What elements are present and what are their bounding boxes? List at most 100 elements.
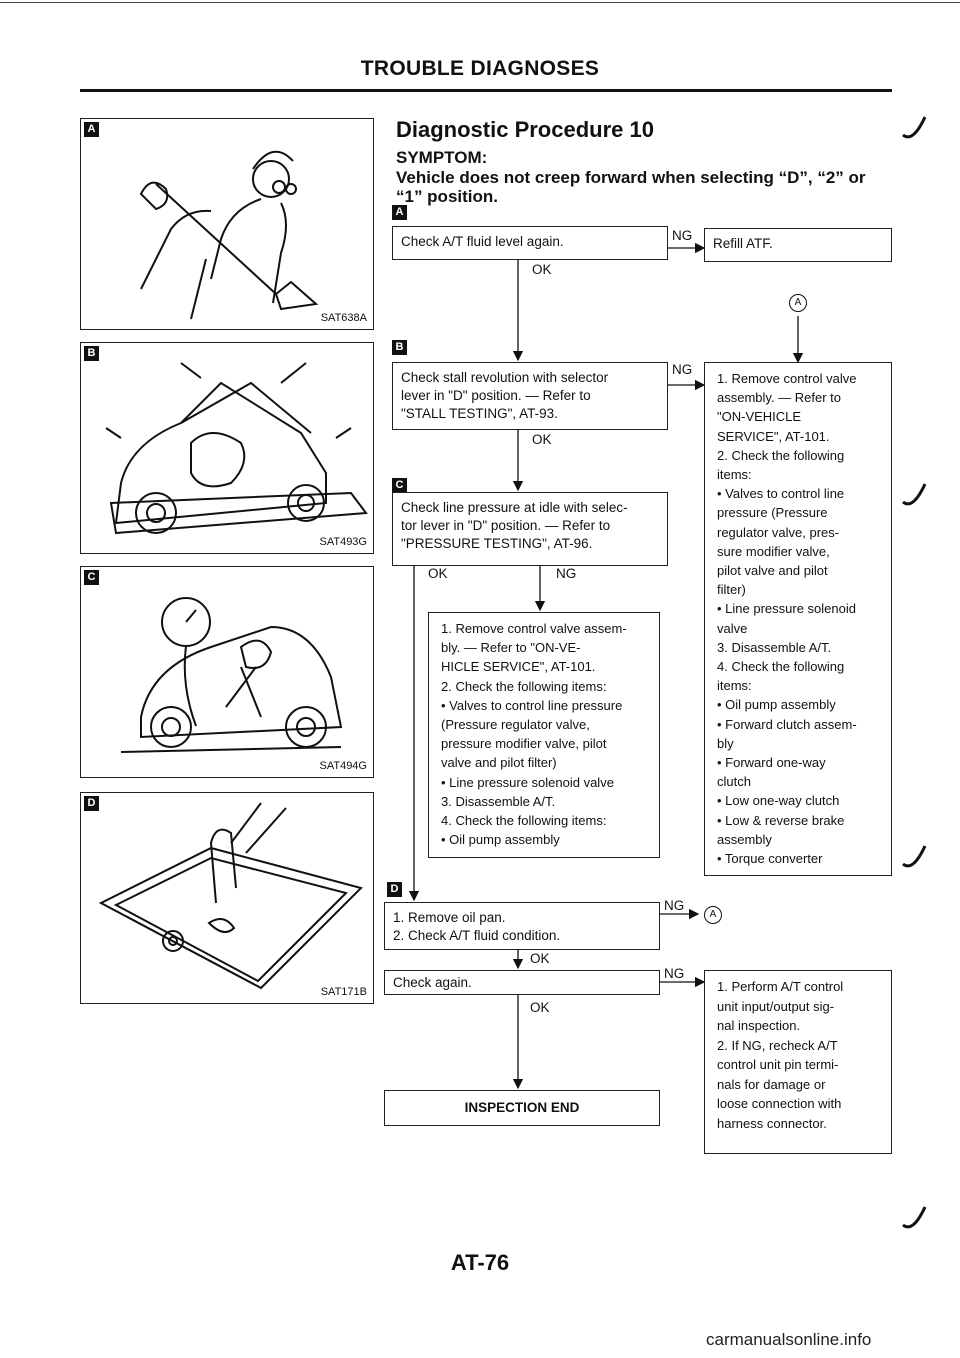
step2-ng-line-16: 4. Check the following (717, 659, 845, 675)
step-mark-c: C (392, 478, 407, 493)
step2-ng-line-12: filter) (717, 582, 746, 598)
step2-line-3: "STALL TESTING", AT-93. (401, 406, 558, 421)
step1-ng-box: Refill ATF. (704, 228, 892, 262)
step3-line-2: tor lever in "D" position. — Refer to (401, 518, 611, 533)
step3-ng-line-3: HICLE SERVICE", AT-101. (441, 659, 596, 675)
illustration-code-a: SAT638A (320, 312, 367, 324)
step3-ng-line-8: valve and pilot filter) (441, 755, 557, 771)
step5-ng-line-4: 2. If NG, recheck A/T (717, 1037, 838, 1053)
page-number: AT-76 (450, 1250, 510, 1275)
illustration-code-b: SAT493G (319, 536, 368, 548)
step2-ng-line-1: 1. Remove control valve (717, 371, 857, 386)
step3-box: Check line pressure at idle with selec- … (392, 492, 668, 566)
step2-ng-line-4: SERVICE", AT-101. (717, 428, 830, 444)
step2-ng-line-10: sure modifier valve, (717, 543, 830, 559)
step3-line-3: "PRESSURE TESTING", AT-96. (401, 536, 593, 551)
step2-ok-label: OK (532, 432, 552, 447)
check-mark-4 (902, 1206, 927, 1229)
step5-ng-box: 1. Perform A/T control unit input/output… (704, 970, 892, 1154)
illustration-mark-b: B (84, 346, 99, 361)
step3-ng-line-9: • Line pressure solenoid valve (441, 774, 614, 790)
watermark: carmanualsonline.info (706, 1330, 872, 1349)
connector-a-bottom: A (704, 906, 722, 924)
step2-ng-line-15: 3. Disassemble A/T. (717, 639, 832, 655)
illustration-panel-b: B SAT493G (80, 342, 374, 554)
step2-ng-line-21: • Forward one-way (717, 755, 826, 771)
step3-ng-line-5: • Valves to control line pressure (441, 697, 623, 713)
step5-ok-label: OK (530, 1000, 550, 1015)
car-hood-open-illustration (105, 362, 368, 535)
illustration-code-d: SAT171B (320, 986, 367, 998)
line-pressure-gauge-illustration (120, 597, 343, 753)
step2-ng-line-13: • Line pressure solenoid (717, 601, 856, 617)
step5-ng-line-3: nal inspection. (717, 1018, 801, 1033)
step5-ng-line-1: 1. Perform A/T control (717, 979, 844, 994)
step2-line-2: lever in "D" position. — Refer to (401, 388, 591, 403)
page-title: TROUBLE DIAGNOSES (360, 57, 600, 80)
step2-ng-line-6: items: (717, 467, 752, 483)
step2-ng-line-22: clutch (717, 774, 751, 790)
check-mark-1 (902, 116, 927, 139)
illustration-code-c: SAT494G (319, 760, 368, 772)
connector-a-top: A (789, 294, 807, 312)
step5-ng-line-8: harness connector. (717, 1115, 827, 1131)
step5-ng-line-6: nals for damage or (717, 1076, 826, 1092)
procedure-heading: Diagnostic Procedure 10 (396, 117, 654, 142)
step-mark-d: D (387, 882, 402, 897)
check-mark-3 (902, 845, 927, 868)
step2-ng-line-14: valve (717, 620, 748, 636)
step2-ng-line-3: "ON-VEHICLE (717, 409, 802, 425)
symptom-line-1: Vehicle does not creep forward when sele… (396, 168, 866, 187)
step5-box: Check again. (384, 970, 660, 995)
step3-ng-line-1: 1. Remove control valve assem- (441, 621, 627, 636)
step-mark-a: A (392, 205, 407, 220)
step3-ng-line-12: • Oil pump assembly (441, 832, 560, 848)
step2-ng-line-7: • Valves to control line (717, 486, 845, 502)
illustration-panel-d: D SAT171B (80, 792, 374, 1004)
step2-ng-box: 1. Remove control valve assembly. — Refe… (704, 362, 892, 876)
mechanic-dipstick-illustration (139, 150, 319, 320)
step1-ng-text: Refill ATF. (713, 236, 773, 251)
inspection-end-box: INSPECTION END (384, 1090, 660, 1126)
step2-line-1: Check stall revolution with selector (401, 370, 609, 385)
symptom-line-2: “1” position. (396, 187, 498, 206)
step4-line-2: 2. Check A/T fluid condition. (393, 928, 561, 943)
step3-ng-line-4: 2. Check the following items: (441, 678, 607, 694)
check-mark-2 (902, 483, 927, 506)
step3-ng-line-10: 3. Disassemble A/T. (441, 793, 556, 809)
step3-ng-line-7: pressure modifier valve, pilot (441, 736, 607, 752)
step-mark-b: B (392, 340, 407, 355)
step3-ng-line-6: (Pressure regulator valve, (441, 717, 590, 733)
symptom-label: SYMPTOM: (396, 148, 488, 167)
step2-ng-line-24: • Low & reverse brake (717, 812, 845, 828)
step4-line-1: 1. Remove oil pan. (393, 910, 506, 925)
step3-ng-line-2: bly. — Refer to "ON-VE- (441, 640, 581, 656)
illustration-mark-a: A (84, 122, 99, 137)
step3-ng-box: 1. Remove control valve assem- bly. — Re… (428, 612, 660, 858)
step3-line-1: Check line pressure at idle with selec- (401, 500, 628, 515)
step2-ng-line-25: assembly (717, 831, 772, 847)
step5-ng-line-7: loose connection with (717, 1096, 842, 1111)
step2-ng-line-17: items: (717, 678, 752, 694)
step5-ng-line-2: unit input/output sig- (717, 998, 835, 1014)
title-rule (80, 89, 892, 92)
step2-ng-line-19: • Forward clutch assem- (717, 716, 857, 732)
step3-ng-label: NG (556, 566, 577, 581)
step2-ng-line-18: • Oil pump assembly (717, 697, 836, 713)
step2-ng-line-5: 2. Check the following (717, 447, 845, 463)
step5-ng-label: NG (664, 966, 685, 981)
illustration-panel-a: A SAT638A (80, 118, 374, 330)
step2-ng-line-23: • Low one-way clutch (717, 793, 840, 809)
step5-ng-line-5: control unit pin termi- (717, 1057, 839, 1072)
top-rule (0, 2, 960, 3)
oil-pan-inspection-illustration (98, 802, 363, 990)
step1-ok-label: OK (532, 262, 552, 277)
step2-ng-line-9: regulator valve, pres- (717, 524, 840, 540)
step5-text: Check again. (393, 975, 472, 990)
step4-ok-label: OK (530, 951, 550, 966)
step1-ng-label: NG (672, 228, 693, 243)
step2-ng-line-26: • Torque converter (717, 851, 823, 867)
illustration-mark-d: D (84, 796, 99, 811)
step2-box: Check stall revolution with selector lev… (392, 362, 668, 430)
